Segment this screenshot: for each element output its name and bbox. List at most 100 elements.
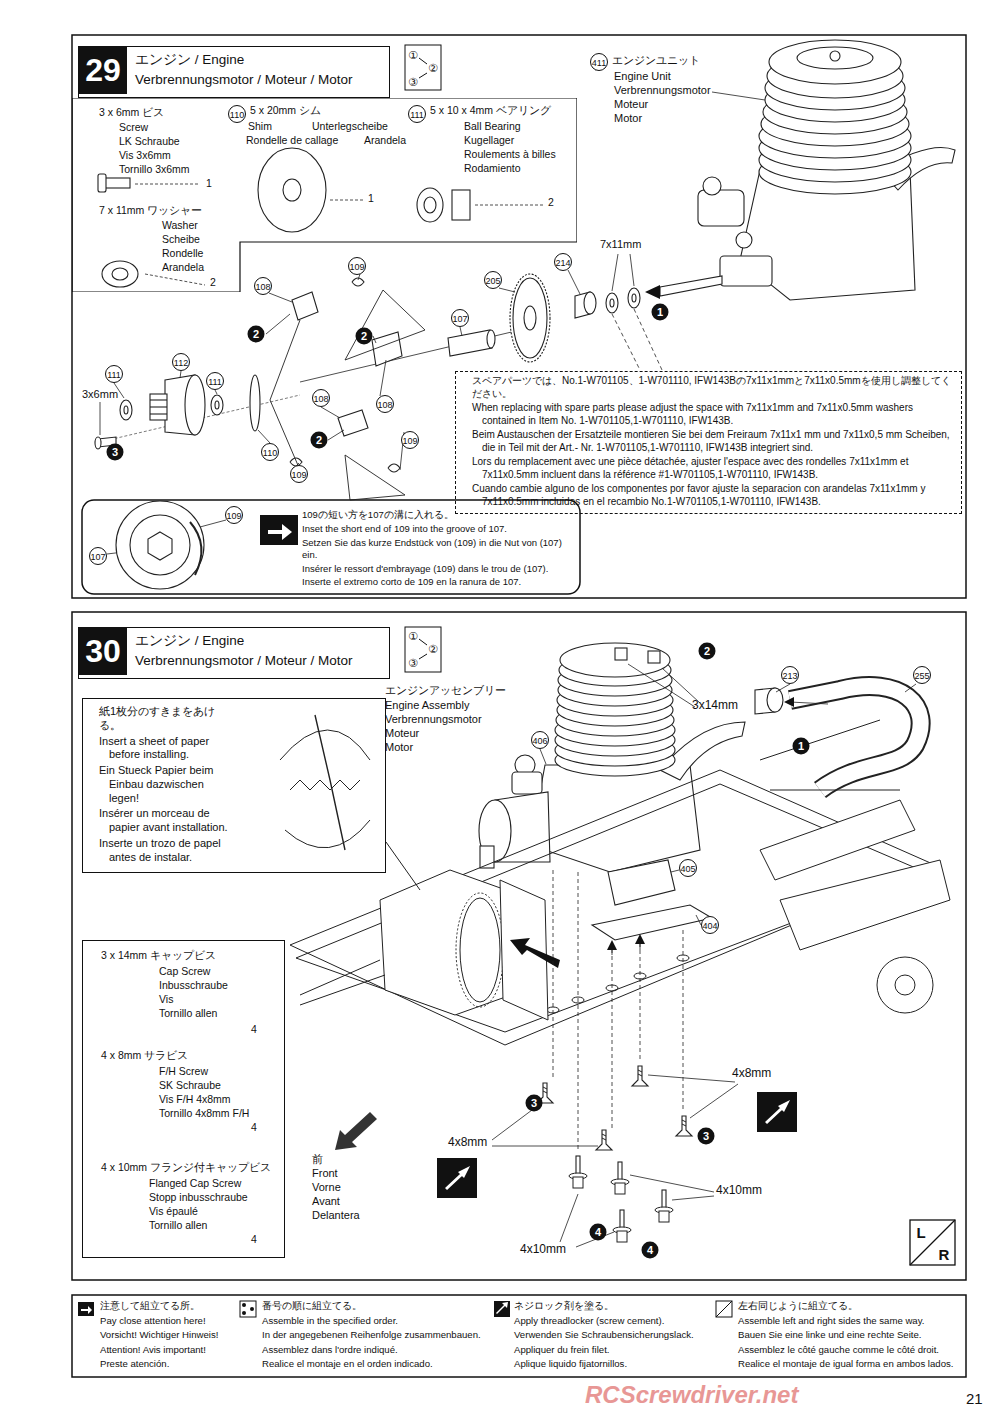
node-text: Shim bbox=[248, 120, 272, 133]
node-text: Arandela bbox=[364, 134, 406, 147]
step-number: 2 bbox=[356, 328, 373, 345]
front-arrow bbox=[335, 1112, 377, 1150]
legend-text: Vorsicht! Wichtiger Hinweis! bbox=[100, 1329, 218, 1341]
legend-text: Assemble in the specified order. bbox=[262, 1315, 398, 1327]
note-box: スペアパーツでは、No.1-W701105、1-W701110, IFW143B… bbox=[455, 371, 962, 514]
node-text: Verbrennungsmotor / Moteur / Motor bbox=[135, 653, 353, 670]
callout-number: 112 bbox=[172, 353, 190, 371]
node-text: Lors du remplacement avec une pièce déta… bbox=[472, 456, 953, 481]
legend-text: Realice el montaje en el orden indicado. bbox=[262, 1358, 433, 1370]
node-text: Roulements à billes bbox=[464, 148, 556, 161]
callout-number: 255 bbox=[913, 666, 931, 684]
legend-text: ネジロック剤を塗る。 bbox=[514, 1300, 614, 1312]
node-text: Insérer le ressort d'embrayage (109) dan… bbox=[302, 563, 574, 575]
part-label: Moteur bbox=[385, 727, 419, 741]
node-text: Setzen Sie das kurze Endstück von (109) … bbox=[302, 537, 574, 561]
node-text: Tornillo 4x8mm F/H bbox=[159, 1107, 249, 1120]
step-number: 3 bbox=[107, 444, 124, 461]
step-number: 1 bbox=[652, 304, 669, 321]
node-text: 4 bbox=[251, 1023, 257, 1036]
node-text: Vis F/H 4x8mm bbox=[159, 1093, 231, 1106]
legend-text: Bauen Sie eine linke und eine rechte Sei… bbox=[738, 1329, 921, 1341]
node-text: Inserte un trozo de papel antes de insta… bbox=[99, 837, 235, 865]
part-label: Vorne bbox=[312, 1181, 341, 1195]
node-text: 3 x 6mm ビス bbox=[99, 106, 164, 119]
node-text: エンジン / Engine bbox=[135, 633, 244, 650]
order-digit: ③ bbox=[408, 77, 418, 88]
callout-number: 213 bbox=[781, 666, 799, 684]
node-text: 110 bbox=[228, 105, 246, 123]
order-digit: ① bbox=[408, 50, 418, 61]
step-header: 29エンジン / EngineVerbrennungsmotor / Moteu… bbox=[78, 46, 390, 98]
lr-icon bbox=[910, 1220, 955, 1265]
node-text: Cuando cambie alguno de los componentes … bbox=[472, 483, 953, 508]
parts-list: 3 x 14mm キャップビスCap ScrewInbusschraubeVis… bbox=[82, 940, 285, 1258]
node-text: Washer bbox=[162, 219, 198, 232]
step-number: 3 bbox=[526, 1095, 543, 1112]
legend-text: Assemble left and right sides the same w… bbox=[738, 1315, 924, 1327]
step-number: 2 bbox=[699, 643, 716, 660]
callout-number: 111 bbox=[105, 365, 123, 383]
node-text: Stopp inbusschraube bbox=[149, 1191, 248, 1204]
part-label: 7x11mm bbox=[600, 238, 641, 252]
node-text: 4 bbox=[251, 1121, 257, 1134]
parts-icons bbox=[98, 148, 470, 589]
callout-number: 108 bbox=[376, 395, 394, 413]
node-text: 5 x 20mm シム bbox=[250, 104, 321, 117]
node-text: Rodamiento bbox=[464, 162, 521, 175]
chassis bbox=[290, 720, 950, 1045]
paper-gear-detail bbox=[280, 715, 370, 850]
order-digit: ① bbox=[408, 631, 418, 642]
callout-number: 405 bbox=[679, 859, 697, 877]
alignment-lines bbox=[553, 870, 683, 1150]
node-text: 7 x 11mm ワッシャー bbox=[99, 204, 202, 217]
callout-number: 108 bbox=[254, 277, 272, 295]
legend-text: In der angegebenen Reihenfolge zusammenb… bbox=[262, 1329, 481, 1341]
node-text: Inset the short end of 109 into the groo… bbox=[302, 523, 574, 535]
step-number: 4 bbox=[642, 1242, 659, 1259]
attention-note: 109の短い方を107の溝に入れる。Inset the short end of… bbox=[250, 505, 580, 594]
node-text: Ein Stueck Papier beim Einbau dazwischen… bbox=[99, 764, 235, 805]
node-text: Flanged Cap Screw bbox=[149, 1177, 241, 1190]
part-label: エンジンアッセンブリー bbox=[385, 684, 506, 698]
node-text: Tornillo allen bbox=[149, 1219, 207, 1232]
order-digit: ② bbox=[428, 63, 438, 74]
node-text: Ball Bearing bbox=[464, 120, 521, 133]
part-label: Motor bbox=[385, 741, 413, 755]
node-text: Rondelle bbox=[162, 247, 203, 260]
part-label: Moteur bbox=[614, 98, 648, 112]
legend-text: Appliquer du frein filet. bbox=[514, 1344, 609, 1356]
node-text: Rondelle de callage bbox=[246, 134, 338, 147]
leader-lines-30 bbox=[492, 664, 916, 1247]
node-text: 2 bbox=[548, 196, 554, 209]
legend-text: Assemblez dans l'ordre indiqué. bbox=[262, 1344, 398, 1356]
part-label: Avant bbox=[312, 1195, 340, 1209]
node-text: 3 x 14mm キャップビス bbox=[101, 949, 216, 962]
node-text: Insert a sheet of paper before installin… bbox=[99, 735, 235, 763]
dimension-label: 4x8mm bbox=[732, 1066, 771, 1081]
node-text: 2 bbox=[210, 276, 216, 289]
step-number: 3 bbox=[698, 1128, 715, 1145]
watermark: RCScrewdriver.net bbox=[585, 1380, 798, 1410]
node-text: 4 bbox=[251, 1233, 257, 1246]
callout-number: 109 bbox=[225, 506, 243, 524]
part-label: エンジンユニット bbox=[612, 54, 700, 68]
node-text: エンジン / Engine bbox=[135, 52, 244, 69]
callout-number: 404 bbox=[701, 916, 719, 934]
callout-number: 109 bbox=[348, 257, 366, 275]
page-number: 21 bbox=[966, 1390, 983, 1409]
parts-list: 3 x 6mm ビスScrewLK SchraubeVis 3x6mmTorni… bbox=[72, 98, 577, 293]
callout-number: 406 bbox=[531, 731, 549, 749]
part-label: 3x6mm bbox=[82, 388, 118, 402]
callout-number: 108 bbox=[312, 389, 330, 407]
part-label: Front bbox=[312, 1167, 338, 1181]
node-text: Vis bbox=[159, 993, 173, 1006]
part-label: Engine Assembly bbox=[385, 699, 469, 713]
node-text: Inbusschraube bbox=[159, 979, 228, 992]
callout-number: 109 bbox=[290, 465, 308, 483]
order-digit: ② bbox=[428, 644, 438, 655]
node-text: Vis épaulé bbox=[149, 1205, 198, 1218]
node-text: 30 bbox=[79, 628, 127, 675]
legend-text: Preste atención. bbox=[100, 1358, 169, 1370]
